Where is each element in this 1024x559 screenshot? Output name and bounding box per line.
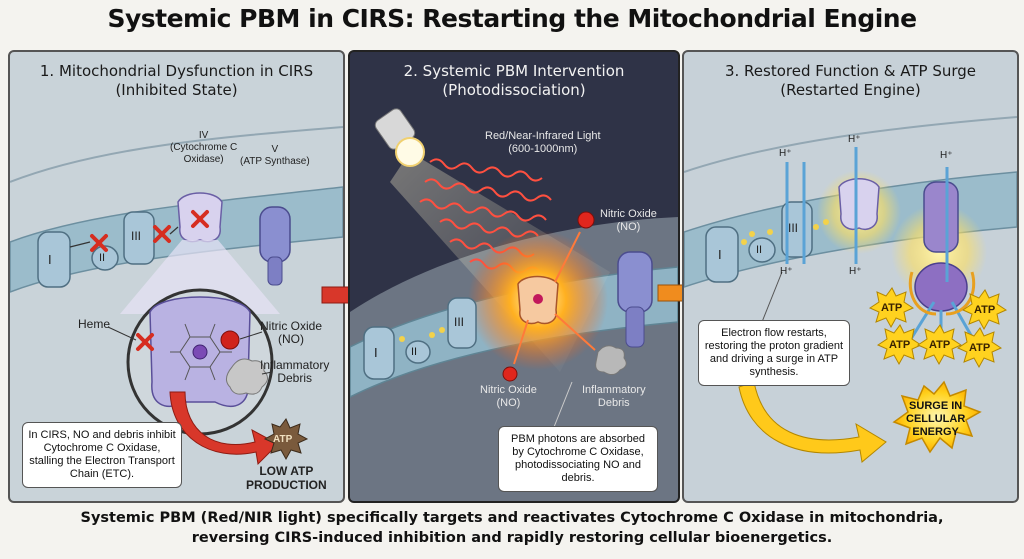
panel3-illustration	[684, 116, 1017, 463]
no-leader	[239, 331, 263, 340]
proton-5: H⁺	[849, 266, 862, 277]
footer-line-2: reversing CIRS-induced inhibition and ra…	[191, 530, 833, 546]
zoom-cone	[120, 240, 280, 314]
no-ejected-top	[577, 211, 595, 229]
complex-v-shape	[259, 206, 291, 263]
outer-membrane	[10, 126, 343, 183]
atp-label-5: ATP	[969, 342, 991, 354]
low-atp-label: LOW ATP PRODUCTION	[246, 464, 327, 492]
p3-note-pointer	[761, 271, 783, 323]
no-top-label: Nitric Oxide (NO)	[600, 208, 657, 233]
surge-label: SURGE IN CELLULAR ENERGY	[906, 400, 966, 438]
atp-low-text: ATP	[273, 434, 293, 445]
p2-debris-label: Inflammatory Debris	[582, 384, 646, 409]
no-eject-arrow-2	[513, 319, 529, 365]
complex-i-label: I	[48, 252, 52, 267]
nitric-oxide-molecule	[220, 330, 240, 350]
panel1-title: 1. Mitochondrial Dysfunction in CIRS (In…	[39, 62, 314, 99]
heme-leader	[107, 326, 137, 341]
p3-complex-iii-label: III	[788, 221, 799, 235]
no-ejected-bottom	[502, 366, 518, 382]
atp-label-4: ATP	[929, 339, 951, 351]
p3-synthase-head	[914, 262, 968, 312]
p2-complex-v-shape	[617, 251, 653, 313]
panel2-note: PBM photons are absorbed by Cytochrome C…	[498, 426, 658, 492]
proton-2: H⁺	[848, 134, 861, 145]
inner-membrane	[10, 186, 343, 293]
proton-arrows	[785, 147, 949, 282]
proton-1: H⁺	[779, 148, 792, 159]
complex-iii-label: III	[131, 229, 142, 243]
surge-burst	[892, 380, 982, 454]
complex-ii-shape	[91, 245, 119, 271]
p3-complex-ii-shape	[748, 237, 776, 263]
inhibition-x-3	[191, 210, 209, 228]
footer-line-1: Systemic PBM (Red/NIR light) specificall…	[80, 510, 944, 526]
no-eject-arrow-1	[554, 231, 581, 283]
p2-complex-i-shape	[363, 326, 395, 380]
panel-restored-function: 3. Restored Function & ATP Surge (Restar…	[682, 50, 1019, 503]
complex-iii-shape	[123, 211, 155, 265]
p3-complex-i-label: I	[718, 247, 722, 262]
no-label: Nitric Oxide (NO)	[260, 319, 323, 346]
p2-electron-dots	[399, 327, 445, 342]
atp-low-badge	[263, 418, 309, 461]
page-title: Systemic PBM in CIRS: Restarting the Mit…	[107, 4, 917, 33]
debris-blob	[226, 358, 268, 395]
electron-path-1	[69, 241, 91, 248]
debris-eject-arrow	[554, 313, 596, 351]
p3-complex-i-shape	[705, 226, 739, 283]
p3-cco-shape	[838, 178, 880, 231]
p2-complex-v-stalk	[625, 306, 645, 348]
atp-label-1: ATP	[881, 302, 903, 314]
surge-arrow	[738, 381, 887, 463]
electron-path-2	[169, 226, 179, 235]
p2-complex-ii-label: II	[411, 346, 418, 358]
p2-complex-iii-shape	[447, 297, 477, 349]
heme-iron	[192, 344, 208, 360]
lamp-bulb	[395, 137, 425, 167]
panel-inhibited-state: 1. Mitochondrial Dysfunction in CIRS (In…	[8, 50, 345, 503]
heme-center	[533, 294, 543, 304]
panel3-title: 3. Restored Function & ATP Surge (Restar…	[724, 62, 977, 99]
p2-complex-ii-shape	[405, 340, 431, 364]
p3-complex-ii-label: II	[756, 244, 763, 256]
panel1-note: In CIRS, NO and debris inhibit Cytochrom…	[22, 422, 182, 488]
atp-stars	[868, 287, 1008, 369]
panel-pbm-intervention: 2. Systemic PBM Intervention (Photodisso…	[348, 50, 680, 503]
complex-i-shape	[37, 231, 71, 288]
debris-leader	[261, 371, 273, 375]
inhibition-x-heme	[136, 333, 154, 351]
panel2-title: 2. Systemic PBM Intervention (Photodisso…	[403, 62, 625, 99]
inhibition-x-1	[90, 234, 108, 252]
no-bottom-label: Nitric Oxide (NO)	[480, 384, 537, 409]
atp-label-2: ATP	[974, 304, 996, 316]
complex-iv-label: IV (Cytochrome C Oxidase)	[170, 130, 238, 165]
atp-label-3: ATP	[889, 339, 911, 351]
panel1-illustration	[10, 126, 343, 466]
p3-electron-dots	[741, 219, 829, 245]
debris-ejected	[595, 345, 627, 376]
light-label: Red/Near-Infrared Light (600-1000nm)	[485, 130, 601, 155]
proton-3: H⁺	[940, 150, 953, 161]
heme-label: Heme	[78, 317, 111, 331]
p2-complex-i-label: I	[374, 345, 378, 360]
outer-membrane-p3	[684, 116, 1017, 173]
p2-complex-iii-label: III	[454, 315, 465, 329]
panel3-note: Electron flow restarts, restoring the pr…	[698, 320, 850, 386]
inhibition-x-2	[153, 225, 171, 243]
p3-synthase-shape	[923, 181, 959, 253]
debris-label: Inflammatory Debris	[260, 358, 330, 385]
complex-ii-label: II	[99, 252, 106, 264]
complex-v-stalk	[267, 256, 283, 286]
proton-4: H⁺	[780, 266, 793, 277]
complex-v-label: V (ATP Synthase)	[240, 144, 310, 167]
heme-structure	[170, 323, 232, 381]
rotation-arrows	[908, 271, 976, 316]
